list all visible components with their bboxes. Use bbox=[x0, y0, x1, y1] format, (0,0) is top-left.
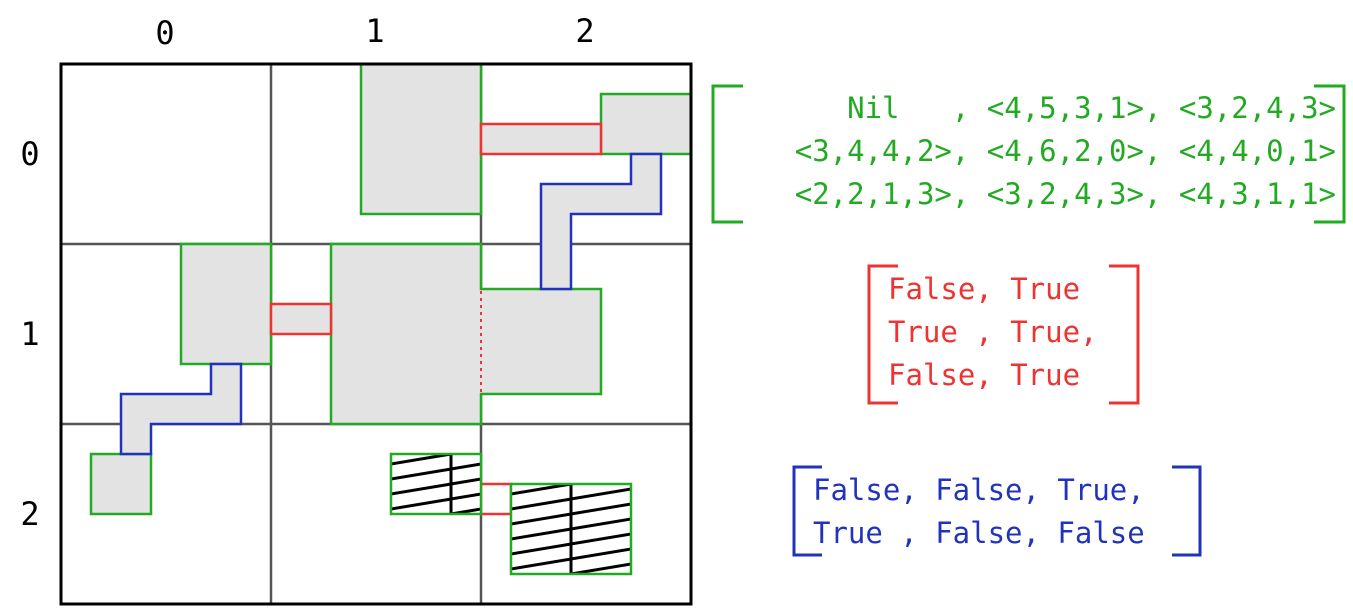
green-matrix-row-2: <2,2,1,3>, <3,2,4,3>, <4,3,1,1> bbox=[795, 177, 1336, 211]
room-r0c1 bbox=[359, 62, 483, 216]
red-matrix: False, True True , True, False, True bbox=[867, 264, 1140, 405]
blue-matrix: False, False, True, True , False, False bbox=[792, 465, 1202, 557]
row-label-0: 0 bbox=[20, 135, 39, 173]
v-connector-c2 bbox=[539, 152, 663, 291]
v-connector-c0 bbox=[119, 362, 243, 456]
blue-matrix-row-0: False, False, True, bbox=[813, 473, 1145, 507]
green-matrix-row-1: <3,4,4,2>, <4,6,2,0>, <4,4,0,1> bbox=[795, 134, 1336, 168]
green-matrix: Nil , <4,5,3,1>, <3,2,4,3> <3,4,4,2>, <4… bbox=[711, 84, 1346, 224]
blue-bracket-right bbox=[1172, 465, 1202, 557]
h-connector-r1 bbox=[269, 302, 333, 336]
red-matrix-row-2: False, True bbox=[888, 358, 1080, 392]
green-matrix-row-0: Nil , <4,5,3,1>, <3,2,4,3> bbox=[795, 91, 1336, 125]
h-connector-r2 bbox=[479, 482, 513, 516]
h-connector-r0 bbox=[479, 122, 603, 156]
col-label-1: 1 bbox=[365, 12, 384, 50]
red-matrix-row-1: True , True, bbox=[888, 315, 1098, 349]
row-label-1: 1 bbox=[20, 315, 39, 353]
blue-matrix-row-1: True , False, False bbox=[813, 516, 1145, 550]
red-bracket-right bbox=[1109, 264, 1140, 405]
room-r2c0 bbox=[89, 452, 153, 516]
green-bracket-left bbox=[711, 84, 743, 224]
row-label-2: 2 bbox=[20, 495, 39, 533]
room-r1c1-r1c2 bbox=[329, 242, 603, 426]
room-r0c2 bbox=[599, 92, 693, 156]
hatched-room-r2c2 bbox=[509, 482, 633, 576]
green-bracket-right bbox=[1314, 84, 1346, 224]
grid-border bbox=[59, 62, 693, 606]
red-matrix-row-0: False, True bbox=[888, 272, 1080, 306]
col-label-0: 0 bbox=[155, 14, 174, 52]
col-label-2: 2 bbox=[575, 12, 594, 50]
hatched-room-r2c1 bbox=[389, 452, 483, 516]
room-r1c0 bbox=[179, 242, 273, 366]
blue-bracket-left bbox=[792, 465, 822, 557]
red-bracket-left bbox=[867, 264, 898, 405]
